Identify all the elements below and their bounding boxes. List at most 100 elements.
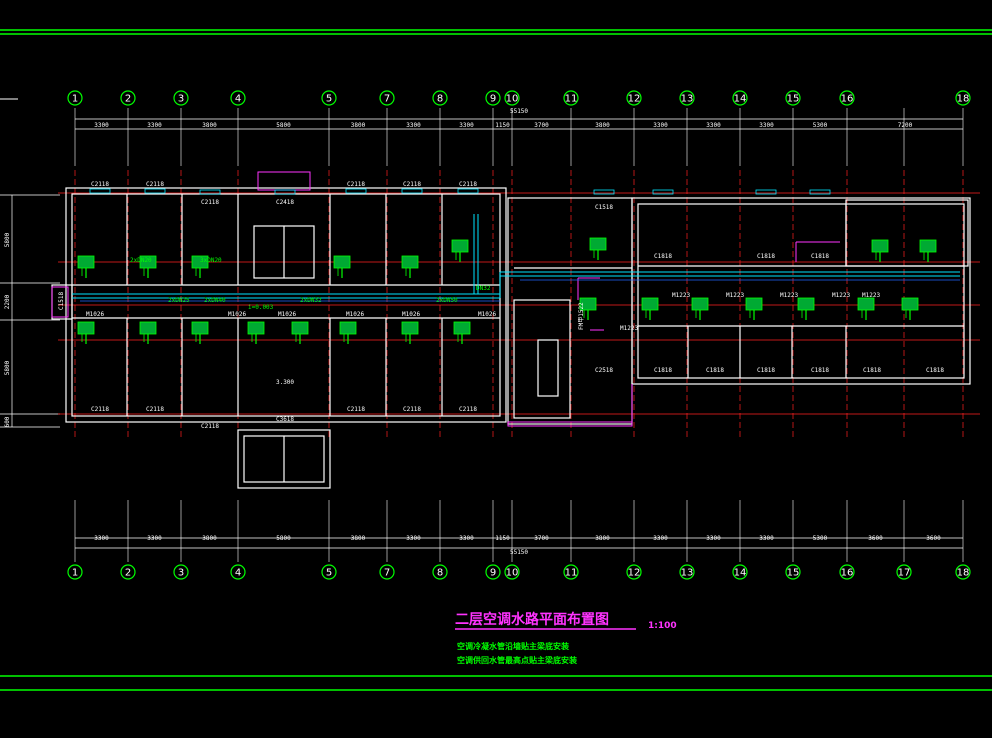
dim-bottom-9: 3800 xyxy=(595,535,610,542)
axis-bottom-bubble-4 xyxy=(321,564,337,580)
pipe-label-3: 2xDN40 xyxy=(204,297,226,304)
dim-top-12: 3300 xyxy=(759,122,774,129)
axis-top-label-11: 13 xyxy=(681,94,694,105)
window-top-10: C1818 xyxy=(811,253,829,260)
axis-bottom-bubble-5 xyxy=(379,564,395,580)
window-top-mark-1 xyxy=(144,188,166,194)
pipe-label-2: 2xDN32 xyxy=(300,297,322,304)
fan-coil-unit-0 xyxy=(77,255,95,278)
axis-top-label-12: 14 xyxy=(734,94,747,105)
axis-bottom-bubble-8 xyxy=(504,564,520,580)
dim-bottom-7: 1150 xyxy=(495,535,510,542)
dim-left-4: 600 xyxy=(4,416,11,427)
axis-top-label-10: 12 xyxy=(628,94,641,105)
fan-coil-unit-17 xyxy=(797,297,815,320)
dim-top-4: 3800 xyxy=(351,122,366,129)
axis-top-bubble-3 xyxy=(230,90,246,106)
dimension-top-total: 55150 xyxy=(510,108,528,115)
window-top-mark-10 xyxy=(809,189,831,195)
window-top-4: C2118 xyxy=(347,181,365,188)
fan-coil-unit-20 xyxy=(589,237,607,260)
window-top-mark-5 xyxy=(401,188,423,194)
window-top-mark-8 xyxy=(652,189,674,195)
dimension-left xyxy=(0,194,60,428)
dim-top-5: 3300 xyxy=(406,122,421,129)
dimension-top xyxy=(75,118,963,130)
fan-coil-unit-7 xyxy=(139,321,157,344)
axis-bottom-label-9: 11 xyxy=(565,568,578,579)
axis-top-label-5: 7 xyxy=(384,94,390,105)
dim-bottom-6: 3300 xyxy=(459,535,474,542)
window-bottom-12: C1818 xyxy=(863,367,881,374)
axis-top-bubble-1 xyxy=(120,90,136,106)
dim-top-9: 3800 xyxy=(595,122,610,129)
window-top-2: C2118 xyxy=(201,199,219,206)
fan-coil-unit-13 xyxy=(453,321,471,344)
door-label-9: M1223 xyxy=(780,292,798,299)
dim-bottom-5: 3300 xyxy=(406,535,421,542)
axis-bottom-bubble-16 xyxy=(955,564,971,580)
axis-top-bubble-8 xyxy=(504,90,520,106)
fan-coil-unit-9 xyxy=(247,321,265,344)
fan-coil-unit-5 xyxy=(451,239,469,262)
axis-bottom-label-14: 16 xyxy=(841,568,854,579)
dim-top-0: 3300 xyxy=(94,122,109,129)
axis-top-bubble-15 xyxy=(955,90,971,106)
axis-bottom-bubble-10 xyxy=(626,564,642,580)
note-1: 空调冷凝水管沿墙贴主梁底安装 xyxy=(457,641,569,651)
fan-coil-unit-22 xyxy=(871,239,889,262)
dim-bottom-11: 3300 xyxy=(706,535,721,542)
fan-coil-unit-1 xyxy=(139,255,157,278)
axis-top-bubble-10 xyxy=(626,90,642,106)
fan-coil-unit-2 xyxy=(191,255,209,278)
fan-coil-unit-23 xyxy=(919,239,937,262)
note-2: 空调供回水管最高点贴主梁底安装 xyxy=(457,655,577,665)
dim-top-13: 5300 xyxy=(813,122,828,129)
window-top-6: C2118 xyxy=(459,181,477,188)
dim-bottom-12: 3300 xyxy=(759,535,774,542)
pipe-label-6: i=0.003 xyxy=(248,304,274,311)
window-bottom-8: C1818 xyxy=(654,367,672,374)
axis-top-label-3: 4 xyxy=(235,94,241,105)
axis-top-bubble-5 xyxy=(379,90,395,106)
axis-bottom-bubble-9 xyxy=(563,564,579,580)
axis-bottom-label-8: 10 xyxy=(506,568,519,579)
door-label-7: M1223 xyxy=(672,292,690,299)
grid-red-horizontal xyxy=(58,192,980,415)
fan-coil-unit-11 xyxy=(339,321,357,344)
door-label-6: M1223 xyxy=(620,325,638,332)
door-label-1: M1026 xyxy=(228,311,246,318)
window-bottom-2: C2118 xyxy=(201,423,219,430)
dim-bottom-3: 5800 xyxy=(276,535,291,542)
axis-bottom-label-6: 8 xyxy=(437,568,443,579)
axis-bottom-bubble-1 xyxy=(120,564,136,580)
axis-bottom-label-10: 12 xyxy=(628,568,641,579)
dim-top-10: 3300 xyxy=(653,122,668,129)
window-top-mark-7 xyxy=(593,189,615,195)
door-label-4: M1026 xyxy=(402,311,420,318)
fan-coil-unit-6 xyxy=(77,321,95,344)
dim-bottom-1: 3300 xyxy=(147,535,162,542)
drawing-title: 二层空调水路平面布置图 xyxy=(455,611,609,628)
axis-top-label-13: 15 xyxy=(787,94,800,105)
dim-top-3: 5800 xyxy=(276,122,291,129)
axis-bottom-label-11: 13 xyxy=(681,568,694,579)
window-top-7: C1518 xyxy=(595,204,613,211)
dim-left-2: 2200 xyxy=(4,294,11,309)
axis-bottom-label-7: 9 xyxy=(490,568,496,579)
window-bottom-0: C2118 xyxy=(91,406,109,413)
dim-top-7: 1150 xyxy=(495,122,510,129)
axis-top-label-15: 18 xyxy=(957,94,970,105)
axis-top-bubble-0 xyxy=(67,90,83,106)
axis-top-bubble-13 xyxy=(785,90,801,106)
pipe-label-7: 3xDN20 xyxy=(200,257,222,264)
pipe-label-4: 2xDN50 xyxy=(436,297,458,304)
axis-bottom-bubble-14 xyxy=(839,564,855,580)
axis-bottom-label-4: 5 xyxy=(326,568,332,579)
dim-top-14: 7200 xyxy=(898,122,913,129)
pipe-label-5: DN32 xyxy=(476,285,491,292)
dim-left-1: 5800 xyxy=(4,232,11,247)
